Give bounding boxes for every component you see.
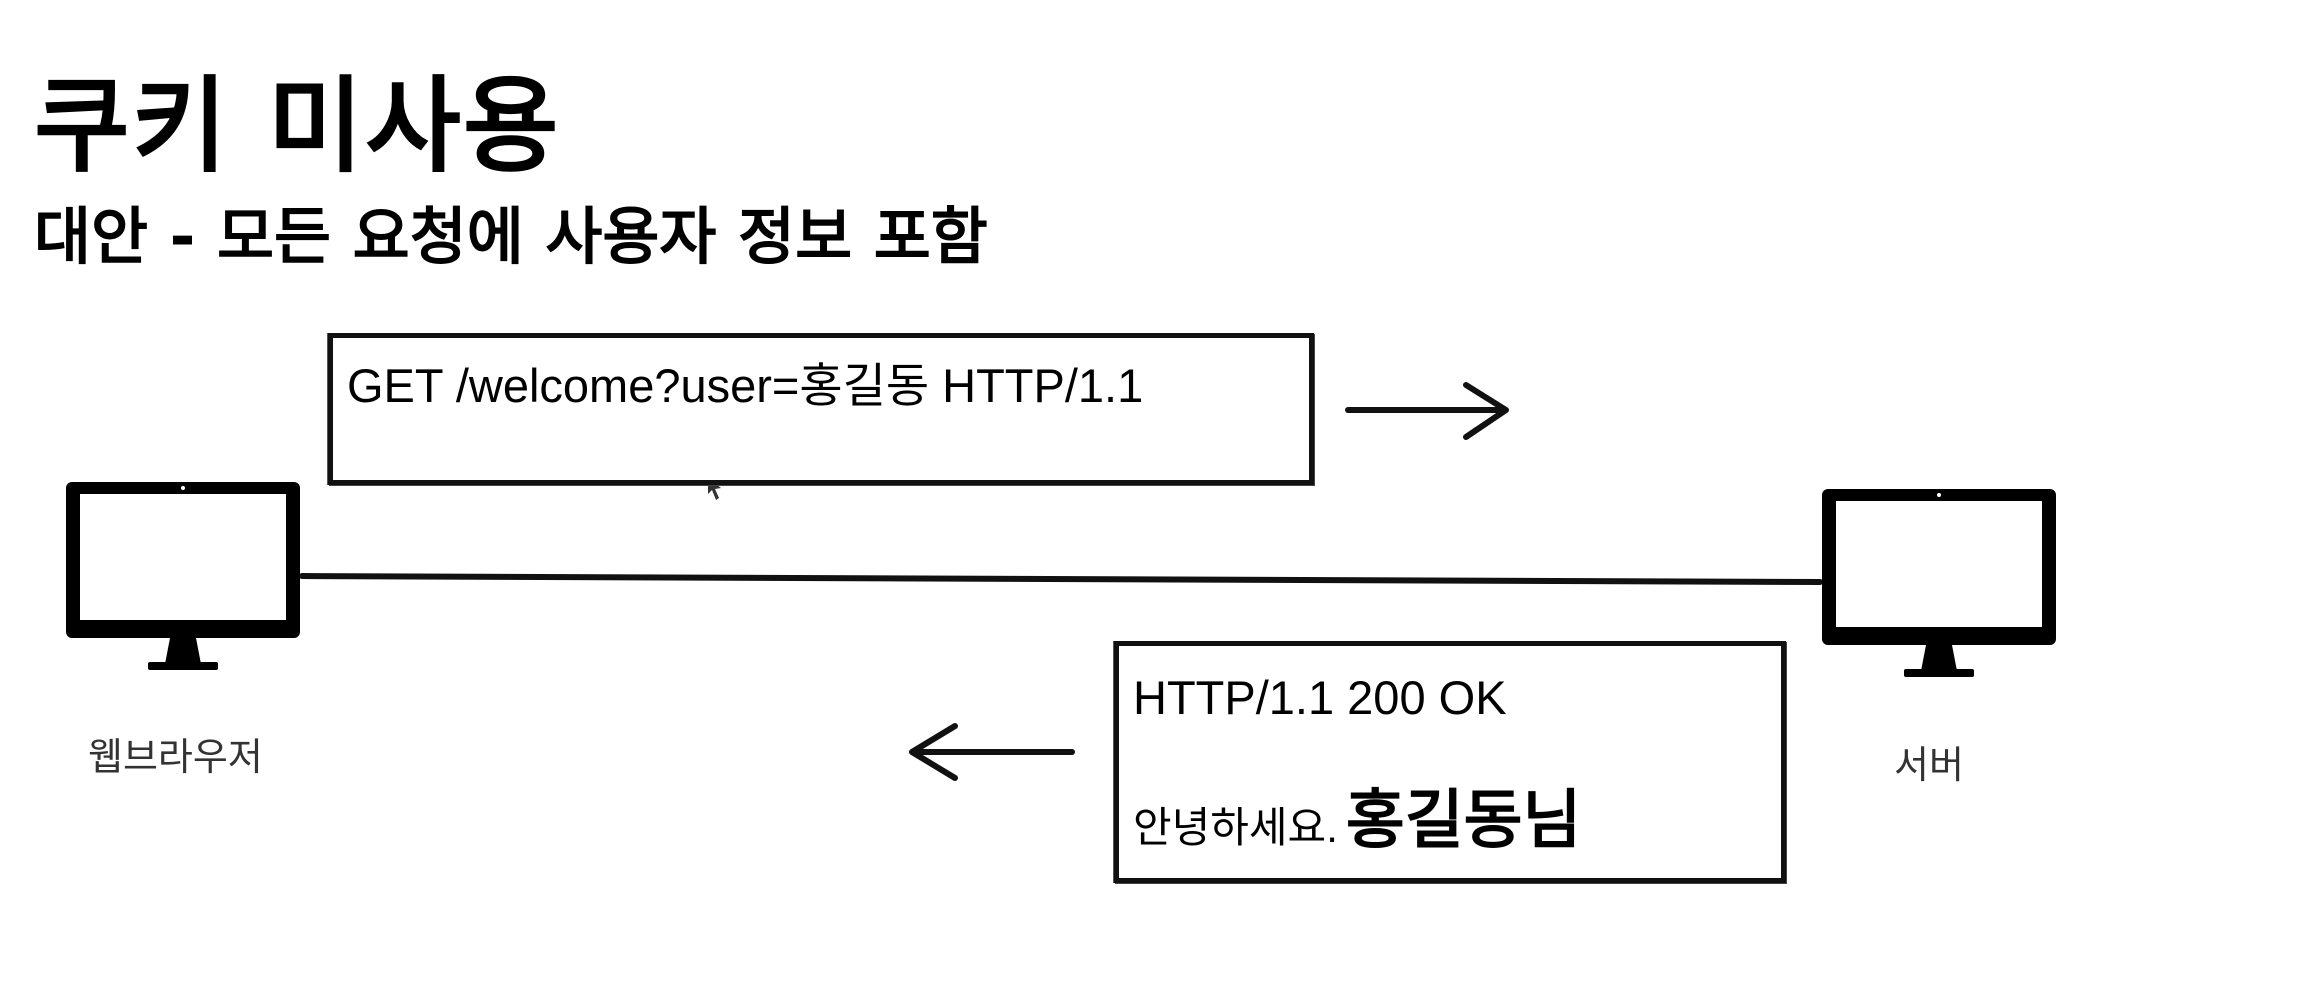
slide-title: 쿠키 미사용 (34, 65, 561, 187)
server-monitor-icon (1822, 489, 2056, 677)
response-status-line: HTTP/1.1 200 OK (1133, 671, 1507, 724)
server-label: 서버 (1894, 743, 1964, 787)
client-monitor-icon (66, 482, 300, 670)
response-message-box: HTTP/1.1 200 OK 안녕하세요.홍길동님 (1114, 641, 1786, 883)
request-message-box: GET /welcome?user=홍길동 HTTP/1.1 (328, 333, 1314, 485)
slide-subtitle: 대안 - 모든 요청에 사용자 정보 포함 (34, 200, 988, 273)
response-user-name: 홍길동님 (1345, 784, 1582, 856)
response-greeting: 안녕하세요. (1133, 804, 1338, 851)
connection-line (299, 573, 1823, 586)
response-arrow-icon (909, 723, 1075, 781)
response-body: 안녕하세요.홍길동님 (1133, 788, 1581, 852)
request-arrow-icon (1345, 382, 1509, 440)
client-label: 웹브라우저 (88, 735, 263, 779)
request-line: GET /welcome?user=홍길동 HTTP/1.1 (347, 359, 1144, 412)
